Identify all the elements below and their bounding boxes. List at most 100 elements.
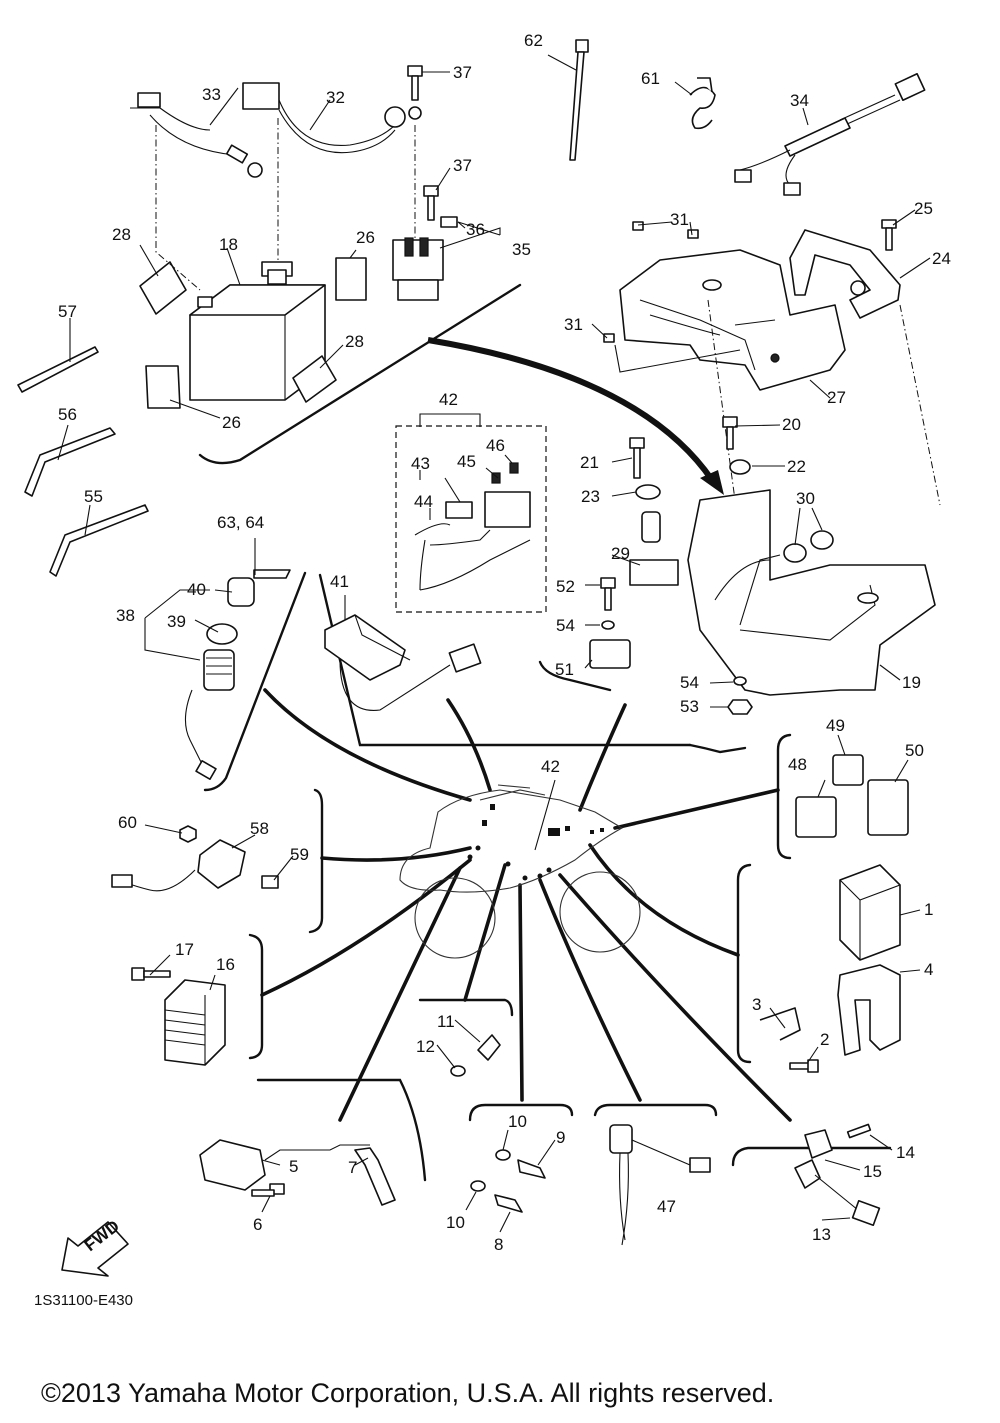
callout-53: 53 xyxy=(680,697,699,716)
washer xyxy=(733,676,747,686)
starter-relay xyxy=(392,216,458,301)
ecu-unit xyxy=(839,864,901,961)
negative-lead xyxy=(130,92,263,178)
fwd-arrow-icon: FWD xyxy=(61,1216,129,1277)
callout-7: 7 xyxy=(348,1158,357,1177)
callout-48: 48 xyxy=(788,755,807,774)
callout-59: 59 xyxy=(290,845,309,864)
screw xyxy=(687,229,699,239)
callout-26a: 26 xyxy=(356,228,375,247)
relay xyxy=(795,796,837,838)
relay xyxy=(832,754,864,786)
washer xyxy=(601,620,615,630)
relay xyxy=(867,779,909,836)
callout-60: 60 xyxy=(118,813,137,832)
battery-box-upper xyxy=(619,249,846,391)
callout-1: 1 xyxy=(924,900,933,919)
radial-leaders xyxy=(260,688,792,1122)
screw xyxy=(632,221,644,231)
sensor-assembly xyxy=(111,825,279,892)
bolt xyxy=(251,1183,285,1197)
callout-42a: 42 xyxy=(439,390,458,409)
battery-band-bracket xyxy=(789,219,901,319)
callout-29: 29 xyxy=(611,544,630,563)
callout-28a: 28 xyxy=(112,225,131,244)
bracket xyxy=(759,1007,801,1041)
rubber-damper xyxy=(810,530,834,550)
callout-22: 22 xyxy=(787,457,806,476)
rectifier-regulator xyxy=(164,979,226,1066)
copyright-notice: ©2013 Yamaha Motor Corporation, U.S.A. A… xyxy=(41,1378,774,1408)
fuse-kit-frame xyxy=(395,425,547,613)
callout-30: 30 xyxy=(796,489,815,508)
callout-62: 62 xyxy=(524,31,543,50)
callout-39: 39 xyxy=(167,612,186,631)
bolt xyxy=(629,437,645,479)
callout-12: 12 xyxy=(416,1037,435,1056)
callout-13: 13 xyxy=(812,1225,831,1244)
speed-sensor xyxy=(609,1124,711,1246)
bolt xyxy=(131,967,171,981)
cable-tie xyxy=(24,427,116,497)
callout-35: 35 xyxy=(512,240,531,259)
cable-tie xyxy=(569,39,589,161)
battery-pad xyxy=(292,355,337,403)
fuse-kit xyxy=(414,462,531,591)
callout-43: 43 xyxy=(411,454,430,473)
callout-37b: 37 xyxy=(453,156,472,175)
callout-33: 33 xyxy=(202,85,221,104)
screw xyxy=(603,333,615,343)
gasket xyxy=(495,1149,511,1161)
rubber-damper xyxy=(783,543,807,563)
callout-4: 4 xyxy=(924,960,933,979)
wire-clamp xyxy=(689,77,716,130)
oil-switch xyxy=(494,1194,523,1213)
callout-8: 8 xyxy=(494,1235,503,1254)
callouts: 1 2 3 4 5 6 7 8 9 10 10 11 12 13 14 15 1… xyxy=(58,31,951,1254)
bolt xyxy=(789,1059,819,1073)
callout-21: 21 xyxy=(580,453,599,472)
callout-27: 27 xyxy=(827,388,846,407)
callout-47: 47 xyxy=(657,1197,676,1216)
callout-3: 3 xyxy=(752,995,761,1014)
gasket xyxy=(470,1180,486,1192)
bolt xyxy=(722,416,738,450)
callout-41: 41 xyxy=(330,572,349,591)
callout-9: 9 xyxy=(556,1128,565,1147)
callout-37a: 37 xyxy=(453,63,472,82)
callout-2: 2 xyxy=(820,1030,829,1049)
cable-tie xyxy=(17,346,99,393)
callout-61: 61 xyxy=(641,69,660,88)
callout-24: 24 xyxy=(932,249,951,268)
main-switch xyxy=(184,569,291,780)
callout-6: 6 xyxy=(253,1215,262,1234)
callout-58: 58 xyxy=(250,819,269,838)
temperature-sensor xyxy=(450,1034,501,1077)
sub-wire-harness xyxy=(734,72,926,196)
grommet xyxy=(641,511,661,543)
callout-55: 55 xyxy=(84,487,103,506)
callout-17: 17 xyxy=(175,940,194,959)
bolt xyxy=(407,65,423,101)
callout-42b: 42 xyxy=(541,757,560,776)
callout-51: 51 xyxy=(555,660,574,679)
callout-46: 46 xyxy=(486,436,505,455)
collar xyxy=(635,484,661,500)
callout-52: 52 xyxy=(556,577,575,596)
direction-arrow xyxy=(427,337,724,495)
callout-10a: 10 xyxy=(508,1112,527,1131)
battery-box-lower xyxy=(687,489,936,696)
callout-54b: 54 xyxy=(680,673,699,692)
ignition-coil xyxy=(199,1139,396,1206)
leader-lines xyxy=(57,54,931,1233)
ecu-bracket xyxy=(837,964,901,1056)
callout-40: 40 xyxy=(187,580,206,599)
neutral-switch xyxy=(517,1159,546,1179)
callout-20: 20 xyxy=(782,415,801,434)
cable-tie xyxy=(49,504,149,577)
callout-15: 15 xyxy=(863,1162,882,1181)
callout-56: 56 xyxy=(58,405,77,424)
positive-lead xyxy=(242,82,422,154)
callout-63-64: 63, 64 xyxy=(217,513,264,532)
